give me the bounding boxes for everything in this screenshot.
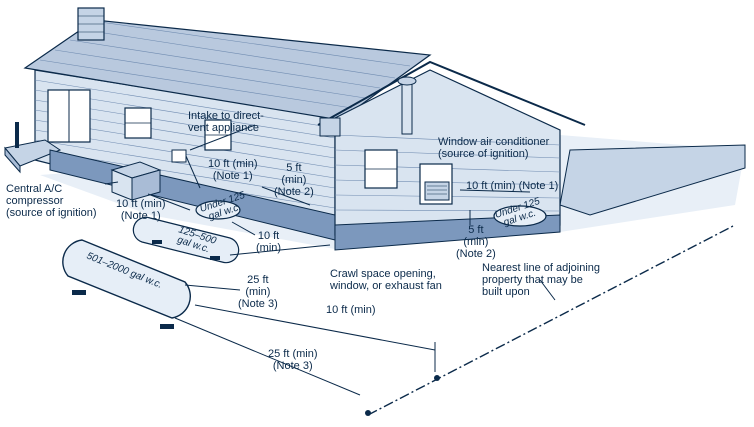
label-window-ac-line2: (source of ignition) <box>438 148 529 160</box>
label-dist-mid-10: 10 ft (min) <box>256 230 281 254</box>
property-line <box>367 224 736 416</box>
label-dist-ac-10-line1: 10 ft (min) <box>116 198 166 210</box>
label-crawl-space-line2: window, or exhaust fan <box>330 280 442 292</box>
dimension-lines <box>104 124 556 396</box>
label-property-line-3: built upon <box>482 286 530 298</box>
tank-under125-left <box>195 200 241 220</box>
tank-under125-right <box>493 205 547 227</box>
window-ac-unit <box>424 181 450 201</box>
label-dist-25-a-line3: (Note 3) <box>238 298 278 310</box>
label-dist-25-b-line1: 25 ft (min) <box>268 348 318 360</box>
label-property-line-1: Nearest line of adjoining <box>482 262 601 274</box>
label-dist-ac-10: 10 ft (min) (Note 1) <box>116 198 166 222</box>
label-window-ac-line1: Window air conditioner <box>438 136 550 148</box>
flue-pipe <box>401 81 413 135</box>
driveway <box>559 144 746 216</box>
intake-vent <box>171 149 187 163</box>
label-dist-window-10: 10 ft (min) (Note 1) <box>466 180 559 192</box>
label-dist-5-right-line1: 5 ft <box>468 224 484 236</box>
label-dist-25-a-line2: (min) <box>245 286 271 298</box>
label-dist-5-right-line3: (Note 2) <box>456 248 496 260</box>
label-dist-25-b-line2: (Note 3) <box>272 360 313 372</box>
label-dist-5-top-line3: (Note 2) <box>274 186 314 198</box>
label-window-ac: Window air conditioner (source of igniti… <box>438 136 549 160</box>
label-dist-intake-10-line1: 10 ft (min) <box>208 158 258 170</box>
label-intake-line1: Intake to direct- <box>188 110 264 122</box>
label-intake-line2: vent appliance <box>188 122 259 134</box>
label-crawl-space-line1: Crawl space opening, <box>330 268 436 280</box>
front-gable-wall <box>334 69 561 236</box>
label-dist-5-top-line1: 5 ft <box>286 162 302 174</box>
tank-125-500 <box>132 216 240 264</box>
label-dist-mid-10-line1: 10 ft <box>257 230 280 242</box>
gable-vent <box>319 117 341 137</box>
label-dist-5-note2-right: 5 ft (min) (Note 2) <box>456 224 496 260</box>
label-central-ac-line1: Central A/C <box>6 183 63 195</box>
label-central-ac: Central A/C compressor (source of igniti… <box>6 183 97 219</box>
label-property-line: Nearest line of adjoining property that … <box>482 262 600 298</box>
label-dist-25-note3-a: 25 ft (min) (Note 3) <box>238 274 278 310</box>
label-central-ac-line3: (source of ignition) <box>6 207 97 219</box>
label-dist-ac-10-line2: (Note 1) <box>120 210 161 222</box>
label-intake: Intake to direct- vent appliance <box>188 110 264 134</box>
tank-501-2000 <box>62 239 191 329</box>
label-dist-25-a-line1: 25 ft <box>247 274 269 286</box>
label-dist-25-note3-b: 25 ft (min) (Note 3) <box>268 348 318 372</box>
label-dist-5-note2-top: 5 ft (min) (Note 2) <box>274 162 314 198</box>
main-roof <box>23 19 432 121</box>
label-dist-mid-10-line2: (min) <box>256 242 282 254</box>
label-dist-intake-10: 10 ft (min) (Note 1) <box>208 158 258 182</box>
central-ac-compressor <box>110 161 162 201</box>
label-dist-5-right-line2: (min) <box>463 236 489 248</box>
label-dist-5-top-line2: (min) <box>281 174 307 186</box>
label-central-ac-line2: compressor <box>6 195 64 207</box>
label-dist-intake-10-line2: (Note 1) <box>212 170 253 182</box>
label-crawl-space: Crawl space opening, window, or exhaust … <box>330 268 442 292</box>
label-dist-10-property: 10 ft (min) <box>326 304 376 316</box>
label-property-line-2: property that may be <box>482 274 583 286</box>
